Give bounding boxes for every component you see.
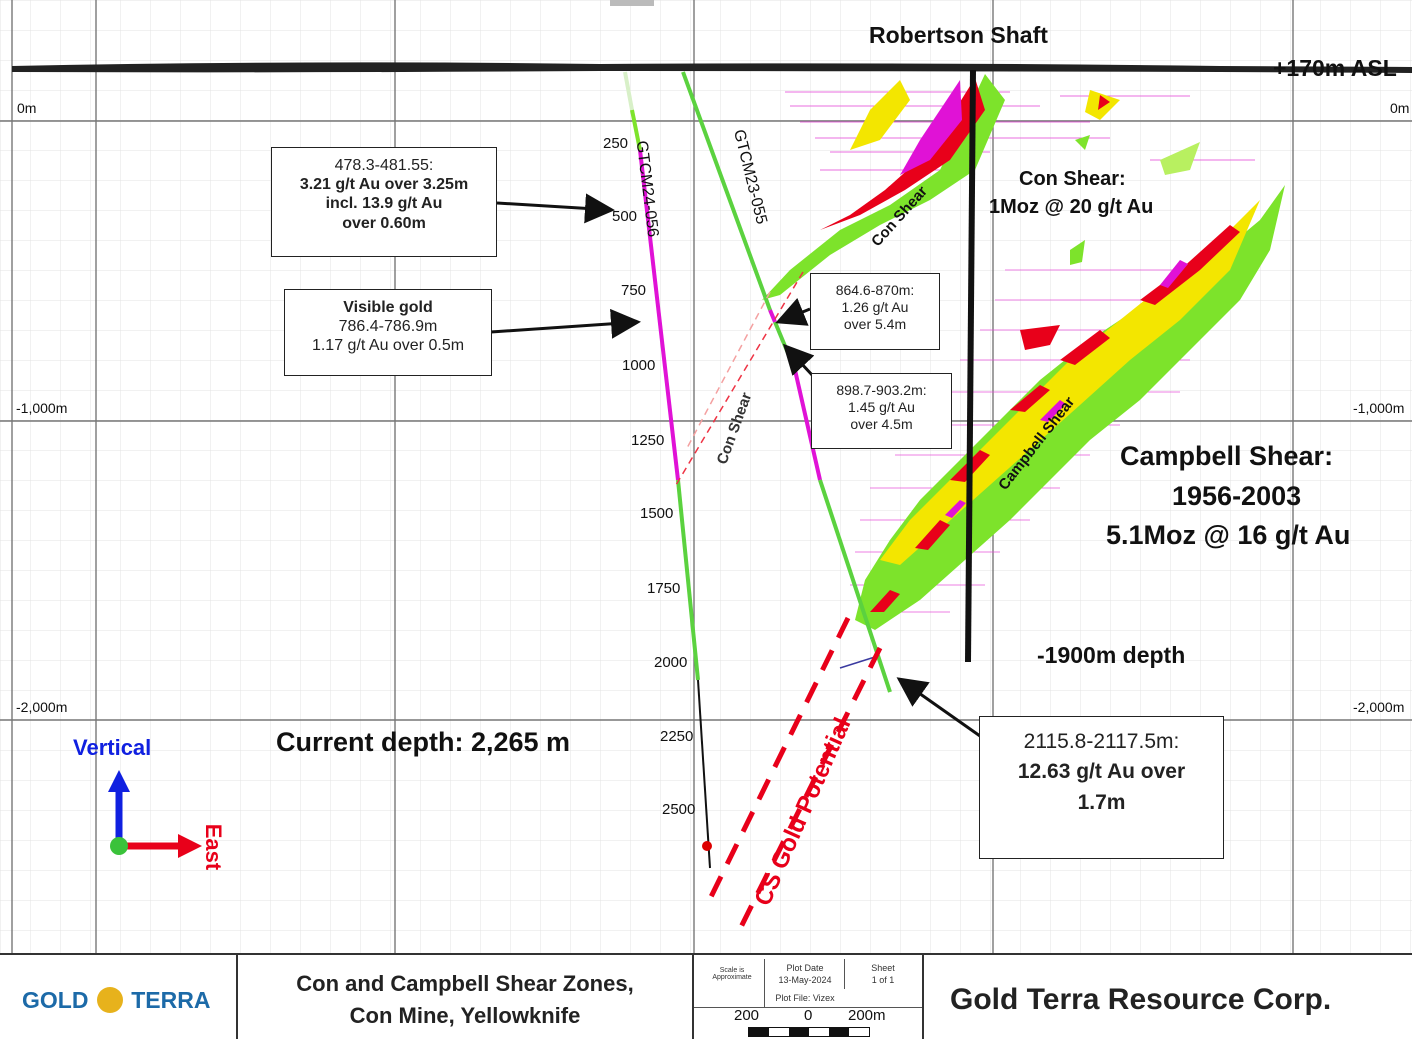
drillhole-gtcm24-056-trace	[623, 71, 712, 869]
drawing-title-line2: Con Mine, Yellowknife	[349, 1003, 581, 1028]
east-label: East	[201, 823, 227, 871]
plot-date-label: Plot Date	[786, 963, 824, 973]
callout-visible-gold-interval: 786.4-786.9m	[338, 318, 438, 336]
orientation-axes	[108, 770, 202, 858]
cs-gold-potential-outline	[703, 616, 883, 939]
company-name: Gold Terra Resource Corp.	[950, 983, 1332, 1016]
callout-478m: 478.3-481.55: 3.21 g/t Au over 3.25m inc…	[271, 147, 497, 257]
logo-terra-text: TERRA	[131, 987, 211, 1013]
depth-tick-750: 750	[621, 282, 647, 299]
depth-tick-2000: 2000	[654, 654, 688, 671]
callout-864m: 864.6-870m: 1.26 g/t Au over 5.4m	[810, 273, 940, 350]
depth-label-left-0: 0m	[17, 100, 37, 116]
drawing-title-line1: Con and Campbell Shear Zones,	[296, 971, 634, 996]
campbell-shear-solids	[855, 185, 1285, 630]
gold-terra-logo: GOLD TERRA	[22, 987, 210, 1014]
callout-478m-including: incl. 13.9 g/t Au	[325, 195, 443, 213]
campbell-shear-title: Campbell Shear:	[1120, 441, 1334, 471]
scale-bar	[748, 1027, 870, 1037]
shaft-label: Robertson Shaft	[869, 22, 1048, 48]
title-cell: Con and Campbell Shear Zones, Con Mine, …	[238, 955, 694, 1039]
callout-2115m: 2115.8-2117.5m: 12.63 g/t Au over 1.7m	[979, 716, 1224, 859]
logo-emblem-icon	[96, 987, 123, 1013]
sheet-label: Sheet	[871, 963, 895, 973]
depth-tick-1000: 1000	[622, 357, 656, 374]
con-shear-title: Con Shear:	[1019, 168, 1126, 190]
depth-tick-2250: 2250	[660, 728, 694, 745]
title-block: GOLD TERRA Con and Campbell Shear Zones,…	[0, 953, 1412, 1039]
depth-label-right-1000: -1,000m	[1353, 400, 1405, 416]
elevation-label: +170m ASL	[1273, 55, 1397, 81]
callout-478m-interval: 478.3-481.55:	[334, 157, 434, 174]
depth-tick-1250: 1250	[631, 432, 665, 449]
section-canvas	[0, 0, 1412, 953]
depth-label-right-2000: -2,000m	[1353, 699, 1405, 715]
callout-visible-gold-grade: 1.17 g/t Au over 0.5m	[311, 337, 465, 355]
callout-478m-grade: 3.21 g/t Au over 3.25m	[299, 176, 469, 194]
callout-864m-interval: 864.6-870m:	[835, 282, 915, 298]
callout-898m-interval: 898.7-903.2m:	[836, 382, 927, 398]
callout-2115m-interval: 2115.8-2117.5m:	[1023, 730, 1180, 753]
plot-info-divider-3	[694, 1007, 922, 1008]
current-depth-marker	[702, 841, 712, 851]
plot-info-divider-1	[764, 959, 765, 1007]
depth-tick-1500: 1500	[640, 505, 674, 522]
callout-visible-gold-title: Visible gold	[343, 299, 433, 316]
callout-2115m-width: 1.7m	[1077, 790, 1126, 814]
plot-file-label: Plot File: Vizex	[775, 993, 835, 1003]
callout-898m-grade: 1.45 g/t Au	[848, 398, 915, 415]
callout-898m: 898.7-903.2m: 1.45 g/t Au over 4.5m	[811, 373, 952, 449]
scale-tick-0: 0	[804, 1007, 813, 1024]
plot-info-divider-2	[844, 959, 845, 989]
depth-tick-1750: 1750	[647, 580, 681, 597]
survey-mark	[610, 0, 654, 6]
plot-date-value: 13-May-2024	[778, 975, 832, 985]
logo-gold-text: GOLD	[22, 987, 89, 1013]
vertical-label: Vertical	[73, 735, 152, 760]
scale-tick-200m: 200m	[848, 1007, 886, 1024]
logo-cell: GOLD TERRA	[12, 955, 238, 1039]
depth-tick-250: 250	[603, 135, 629, 152]
scale-note: Scale is Approximate	[712, 967, 752, 981]
callout-478m-width: over 0.60m	[342, 214, 426, 232]
depth-tick-500: 500	[612, 208, 638, 225]
plot-info-cell: Scale is Approximate Plot Date 13-May-20…	[694, 955, 924, 1039]
callout-2115m-grade: 12.63 g/t Au over	[1017, 760, 1186, 784]
sheet-value: 1 of 1	[871, 975, 895, 985]
con-shear-resource: 1Moz @ 20 g/t Au	[989, 196, 1154, 218]
callout-898m-width: over 4.5m	[850, 415, 913, 432]
robertson-shaft	[965, 69, 976, 663]
depth-label-left-2000: -2,000m	[16, 699, 68, 715]
campbell-shear-years: 1956-2003	[1172, 481, 1302, 511]
callout-864m-grade: 1.26 g/t Au	[841, 298, 909, 315]
con-shear-solids	[762, 74, 1200, 300]
scale-tick-200-left: 200	[734, 1007, 760, 1024]
depth-label-left-1000: -1,000m	[16, 400, 68, 416]
shaft-depth-label: -1900m depth	[1037, 642, 1186, 668]
current-depth-label: Current depth: 2,265 m	[276, 727, 571, 757]
callout-864m-width: over 5.4m	[843, 315, 907, 332]
campbell-shear-resource: 5.1Moz @ 16 g/t Au	[1106, 520, 1351, 550]
callout-visible-gold: Visible gold 786.4-786.9m 1.17 g/t Au ov…	[284, 289, 492, 376]
depth-label-right-0: 0m	[1390, 100, 1410, 116]
depth-tick-2500: 2500	[662, 801, 696, 818]
surface-topography	[12, 62, 1412, 73]
